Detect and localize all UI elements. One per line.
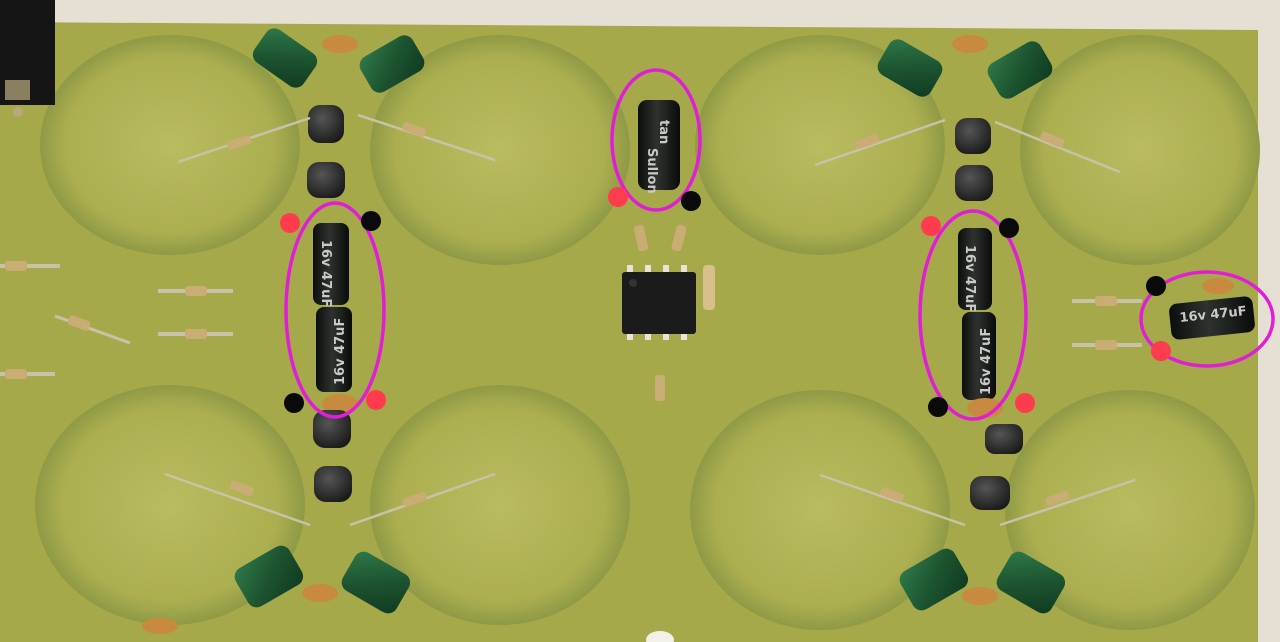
transistor — [985, 424, 1023, 454]
ceramic-capacitor — [962, 587, 998, 605]
transistor — [955, 118, 991, 154]
highlight-ring — [610, 68, 702, 212]
transistor — [307, 162, 345, 198]
resistor — [185, 286, 207, 296]
electrolytic-capacitor — [958, 228, 992, 310]
electrolytic-capacitor — [1169, 296, 1255, 340]
mounting-hole — [646, 631, 674, 642]
film-capacitor — [899, 548, 969, 611]
ceramic-capacitor — [1202, 278, 1234, 294]
transistor — [314, 466, 352, 502]
positive-marker — [1015, 393, 1035, 413]
highlight-ring — [1139, 270, 1275, 368]
electrolytic-capacitor — [316, 307, 352, 392]
cap-label: 16v 47uF — [979, 328, 994, 395]
positive-marker — [1151, 341, 1171, 361]
electrolytic-capacitor — [313, 223, 349, 305]
resistor — [880, 487, 905, 503]
resistor — [854, 134, 879, 149]
resistor — [1040, 131, 1065, 148]
transistor — [970, 476, 1010, 510]
film-capacitor — [341, 551, 411, 614]
resistor — [229, 480, 254, 497]
pad-areas — [35, 35, 1260, 630]
cap-label: Sullon — [644, 148, 659, 194]
ceramic-capacitor — [967, 398, 1003, 418]
film-capacitor — [877, 39, 943, 97]
ic-chip — [622, 265, 696, 340]
transistor — [308, 105, 344, 143]
film-capacitor — [987, 41, 1053, 99]
diode — [655, 375, 665, 401]
resistor — [402, 492, 427, 508]
negative-marker — [1146, 276, 1166, 296]
left-channel — [0, 28, 496, 614]
cap-label: 16v 47uF — [333, 318, 348, 385]
negative-marker — [999, 218, 1019, 238]
resistor — [703, 265, 715, 310]
transistor — [955, 165, 993, 201]
diode — [671, 224, 687, 252]
transistor — [313, 410, 351, 448]
ceramic-capacitor — [322, 394, 358, 414]
ceramic-capacitor — [952, 35, 988, 53]
cap-label: 16v 47uF — [1179, 304, 1248, 326]
resistor — [1095, 340, 1117, 350]
resistor — [5, 369, 27, 379]
highlight-ring — [918, 209, 1028, 421]
positive-marker — [280, 213, 300, 233]
ceramic-capacitor — [322, 35, 358, 53]
cap-label: 16v 47uF — [962, 245, 977, 312]
resistor — [227, 135, 252, 150]
film-capacitor — [252, 28, 318, 88]
resistor — [402, 122, 427, 138]
power-connector — [0, 0, 55, 117]
diode — [633, 224, 649, 252]
resistor — [1095, 296, 1117, 306]
resistor — [67, 315, 91, 331]
cap-label: 16v 47uF — [318, 240, 333, 307]
resistor — [5, 261, 27, 271]
positive-marker — [366, 390, 386, 410]
electrolytic-capacitor — [962, 312, 996, 400]
positive-marker — [608, 187, 628, 207]
resistor — [185, 329, 207, 339]
cap-label: tan — [656, 120, 671, 144]
negative-marker — [284, 393, 304, 413]
film-capacitor — [996, 551, 1066, 614]
negative-marker — [361, 211, 381, 231]
film-capacitor — [359, 35, 425, 93]
positive-marker — [921, 216, 941, 236]
electrolytic-capacitor — [638, 100, 680, 190]
highlight-annotations — [284, 68, 1275, 421]
polarity-markers — [280, 187, 1171, 417]
resistor — [1045, 490, 1070, 506]
negative-marker — [681, 191, 701, 211]
right-channel — [814, 35, 1255, 614]
ceramic-capacitor — [302, 584, 338, 602]
negative-marker — [928, 397, 948, 417]
center-section — [622, 100, 715, 401]
film-capacitor — [234, 545, 304, 608]
ceramic-capacitor — [142, 618, 178, 634]
highlight-ring — [284, 201, 386, 419]
